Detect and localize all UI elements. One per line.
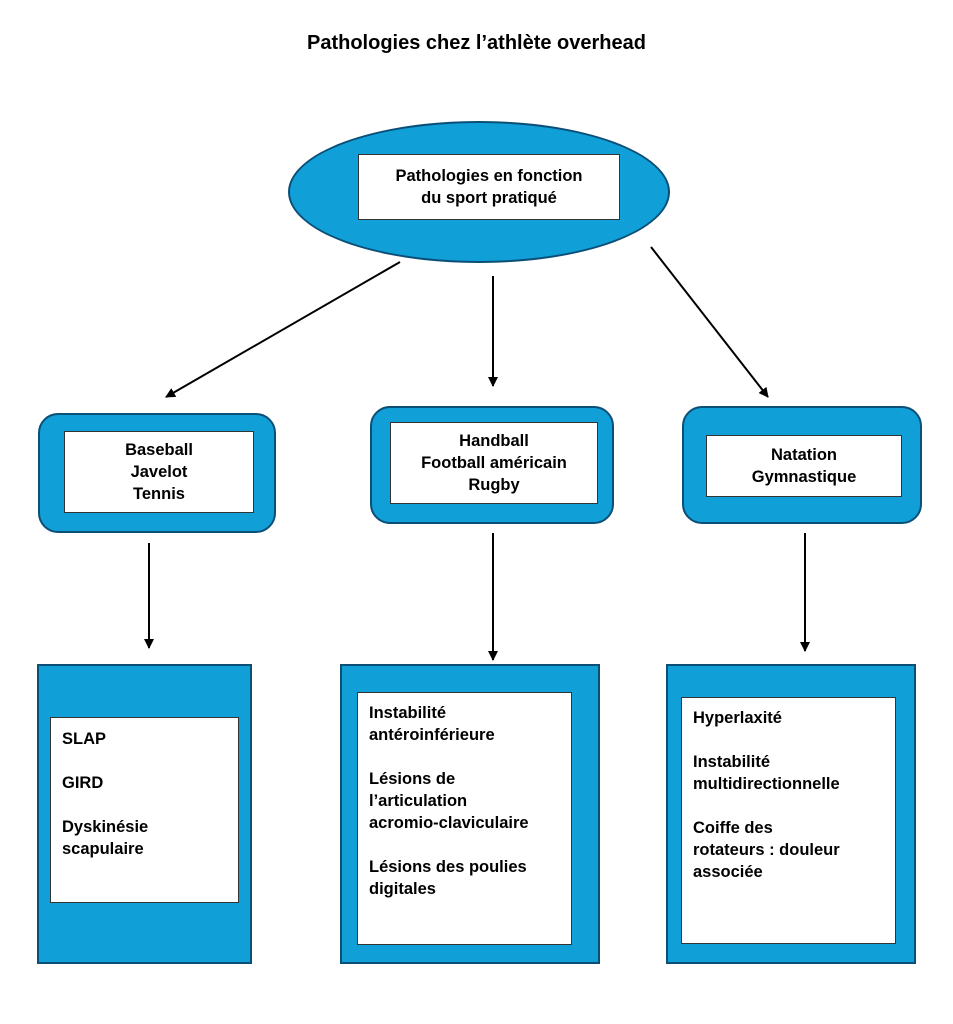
root-line: du sport pratiqué [421,189,557,207]
sport-line: Handball [459,432,529,450]
pathology-list-box-3 [681,697,896,944]
pathology-item: Dyskinésie scapulaire [62,818,149,858]
pathology-item: Instabilité multidirectionnelle [693,753,840,793]
root-label-box: Pathologies en fonction du sport pratiqu… [358,154,620,220]
arrow-root-to-sport-1 [165,261,401,398]
pathology-item: GIRD [62,774,104,792]
pathology-item: Instabilité antéroinférieure [369,704,495,744]
sport-line: Natation [771,446,837,464]
pathology-item: Coiffe des rotateurs : douleur associée [693,819,840,881]
diagram-title: Pathologies chez l’athlète overhead [307,32,646,54]
pathology-item: Lésions de l’articulation acromio-clavic… [369,770,529,832]
sport-line: Rugby [468,476,520,494]
sport-label-box-1: Baseball Javelot Tennis [64,431,254,513]
sport-line: Football américain [421,454,567,472]
sport-label-box-3: Natation Gymnastique [706,435,902,497]
pathology-list-1: SLAP GIRD Dyskinésie scapulaire [62,728,148,860]
sport-line: Tennis [133,485,185,503]
pathology-list-3: Hyperlaxité Instabilité multidirectionne… [693,707,840,883]
sport-line: Javelot [130,463,188,481]
pathology-list-2: Instabilité antéroinférieure Lésions de … [369,702,529,900]
sport-line: Baseball [125,441,193,459]
root-line: Pathologies en fonction [395,167,583,185]
sport-line: Gymnastique [751,468,857,486]
pathology-list-box-1 [50,717,239,903]
arrow-root-to-sport-3 [650,246,769,398]
pathology-item: Hyperlaxité [693,709,782,727]
pathology-item: Lésions des poulies digitales [369,858,527,898]
sport-label-box-2: Handball Football américain Rugby [390,422,598,504]
pathology-list-box-2 [357,692,572,945]
pathology-item: SLAP [62,730,107,748]
